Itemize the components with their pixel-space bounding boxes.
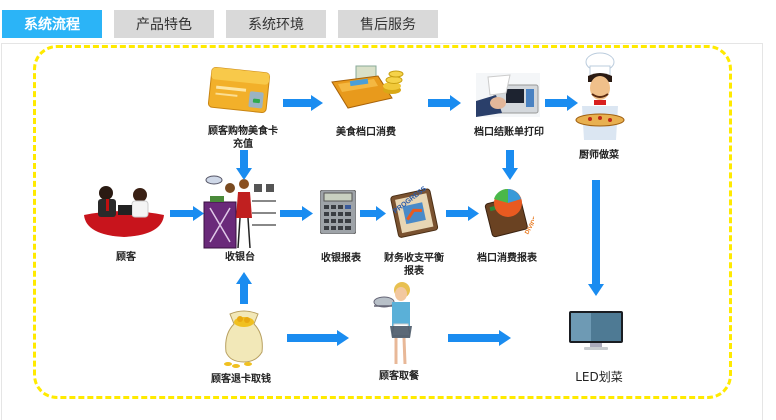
arrow-right-icon [287, 330, 349, 346]
label-customer: 顾客 [116, 252, 136, 263]
label-chef: 厨师做菜 [579, 150, 619, 161]
calculator-icon [320, 190, 356, 234]
tab-system-environment[interactable]: 系统环境 [226, 10, 326, 38]
arrow-down-icon [502, 150, 518, 180]
label-cash-report: 收银报表 [321, 253, 361, 264]
arrow-right-icon [545, 95, 578, 111]
progress-book-icon: PROGRESS [390, 185, 439, 238]
tab-system-flow[interactable]: 系统流程 [2, 10, 102, 38]
money-bag-icon [224, 310, 263, 368]
arrow-right-icon [448, 330, 511, 346]
waitress-icon [373, 282, 412, 365]
label-stall-print: 档口结账单打印 [474, 127, 544, 138]
label-stall-consume: 美食档口消费 [336, 127, 396, 138]
arrow-down-icon [588, 180, 604, 296]
arrow-right-icon [446, 206, 479, 221]
tab-product-features[interactable]: 产品特色 [114, 10, 214, 38]
arrow-right-icon [283, 95, 323, 111]
arrow-right-icon [360, 206, 386, 221]
label-finance-report: 财务收支平衡 报表 [384, 252, 444, 278]
label-cashier: 收银台 [225, 252, 255, 263]
label-card-recharge: 顾客购物美食卡 充值 [208, 125, 278, 151]
label-pickup: 顾客取餐 [379, 371, 419, 382]
arrow-right-icon [170, 206, 204, 221]
label-led: LED划菜 [575, 370, 623, 384]
label-finance-report-line2: 报表 [404, 266, 424, 277]
dividend-pie-book-icon: DIVIDEND [484, 188, 534, 238]
wallet-coins-icon [331, 65, 404, 109]
flow-diagram-border [33, 45, 732, 399]
tab-bar: 系统流程 产品特色 系统环境 售后服务 [2, 10, 450, 38]
chef-pizza-icon [575, 52, 625, 140]
receipt-printer-icon [476, 73, 540, 117]
led-monitor-icon [569, 311, 623, 350]
arrow-right-icon [280, 206, 313, 221]
label-stall-report: 档口消费报表 [477, 253, 537, 264]
cashier-counter-icon [203, 175, 276, 249]
label-card-recharge-line1: 顾客购物美食卡 [208, 126, 278, 137]
label-card-recharge-line2: 充值 [233, 139, 253, 150]
label-refund: 顾客退卡取钱 [211, 374, 271, 385]
content-panel [1, 43, 763, 420]
gold-credit-card-icon [207, 66, 271, 114]
arrow-right-icon [428, 95, 461, 111]
label-finance-report-line1: 财务收支平衡 [384, 253, 444, 264]
customers-meeting-icon [84, 186, 164, 237]
arrow-up-icon [236, 272, 252, 304]
arrow-down-icon [236, 150, 252, 180]
tab-after-sales[interactable]: 售后服务 [338, 10, 438, 38]
